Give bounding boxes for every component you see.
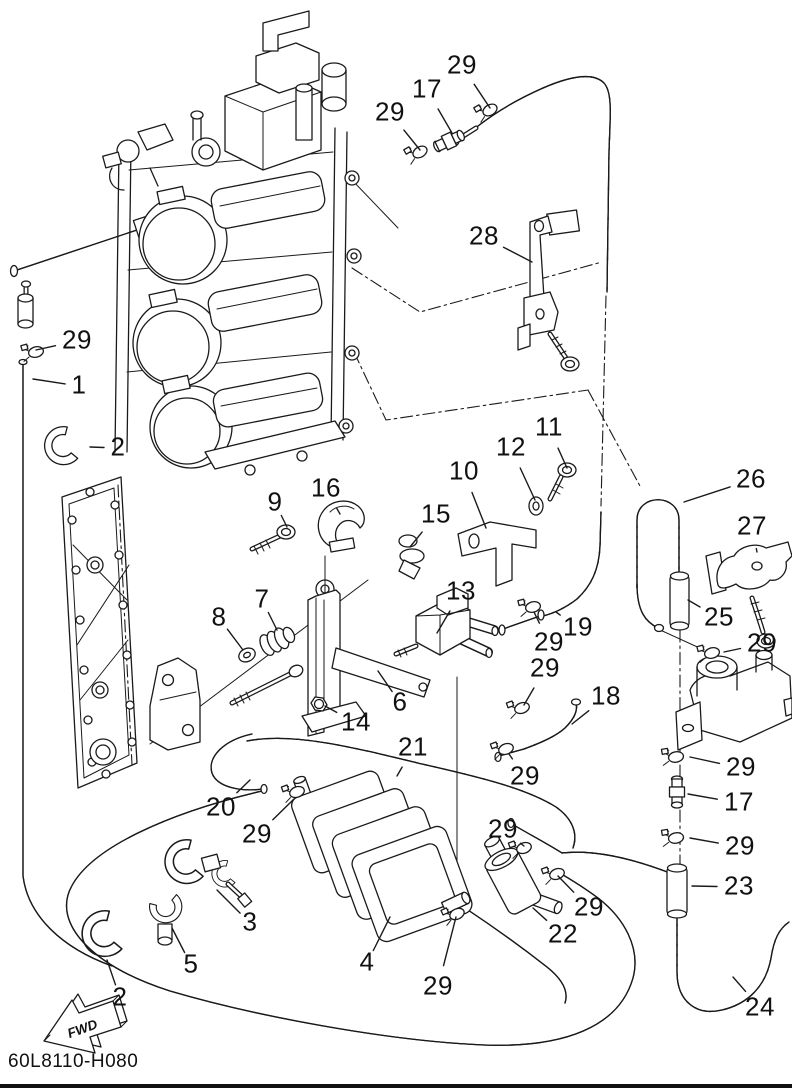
fastener-group-upper bbox=[249, 462, 577, 587]
sleeve-25 bbox=[669, 571, 690, 631]
engine-assembly bbox=[11, 10, 362, 476]
canister-4 bbox=[290, 770, 473, 943]
drawing-code: 60L8110-H080 bbox=[8, 1051, 139, 1072]
fuel-joint-17-right bbox=[668, 775, 686, 809]
fwd-arrow: FWD bbox=[43, 993, 128, 1054]
joint-body-right bbox=[675, 649, 792, 751]
bracket-27 bbox=[705, 541, 792, 649]
mount-bracket bbox=[149, 657, 201, 751]
sleeve-23 bbox=[666, 863, 688, 919]
side-cover-plate bbox=[61, 476, 138, 789]
stay-and-fasteners bbox=[229, 555, 431, 737]
pilot-tube-part1 bbox=[17, 280, 112, 966]
callout-leader-lines bbox=[32, 83, 758, 993]
fuel-joint-17-top bbox=[430, 126, 468, 156]
valve-13 bbox=[393, 587, 499, 659]
hose-clips bbox=[39, 423, 253, 963]
bracket-28 bbox=[517, 209, 581, 372]
joint-22 bbox=[484, 835, 563, 915]
bottom-rule bbox=[0, 1084, 792, 1088]
